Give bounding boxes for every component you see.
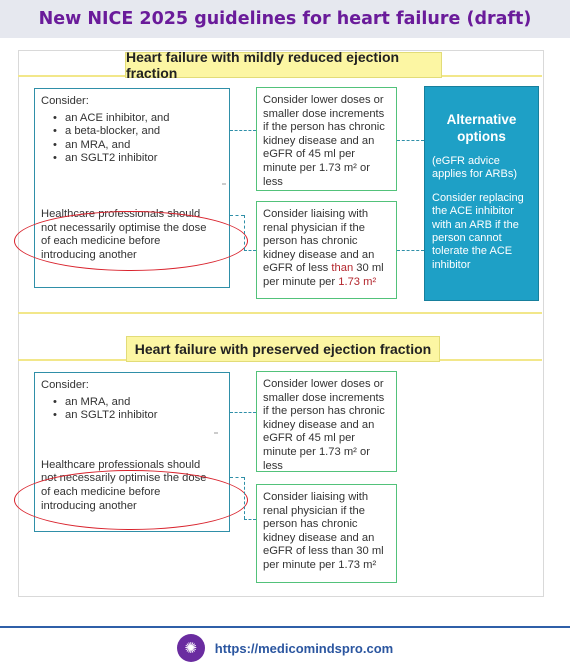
renal-liaison-text-end: 30 ml per minute per [263, 262, 384, 288]
alternative-options-box: Alternative options (eGFR advice applies… [424, 86, 539, 301]
section1-renal-liaison-box: Consider liaising with renal physician i… [256, 201, 397, 299]
highlight-oval [14, 470, 248, 530]
list-item: an ACE inhibitor, and [53, 112, 223, 126]
connector [244, 519, 256, 520]
connector [397, 250, 424, 251]
renal-than-highlight: than [331, 262, 354, 275]
footer: ✺ https://medicomindspro.com [0, 634, 570, 662]
list-item: a beta-blocker, and [53, 125, 223, 139]
site-url-link[interactable]: https://medicomindspro.com [214, 640, 394, 656]
footer-divider [0, 626, 570, 628]
renal-unit-highlight: 1.73 m² [338, 275, 377, 288]
connector [230, 412, 256, 413]
medicine-list: an ACE inhibitor, and a beta-blocker, an… [41, 112, 223, 166]
egfr-note: (eGFR advice applies for ARBs) [432, 155, 517, 181]
page-title: New NICE 2025 guidelines for heart failu… [0, 0, 570, 38]
connector [397, 140, 424, 141]
artifact-mark [222, 183, 226, 185]
medicine-list: an MRA, and an SGLT2 inhibitor [41, 396, 223, 423]
connector [230, 130, 256, 131]
consider-label: Consider: [41, 379, 89, 391]
section-divider [18, 312, 542, 314]
renal-liaison-text: Consider liaising with renal physician i… [263, 208, 375, 275]
list-item: an SGLT2 inhibitor [53, 409, 223, 423]
list-item: an SGLT2 inhibitor [53, 152, 223, 166]
arb-replace-note: Consider replacing the ACE inhibitor wit… [432, 191, 524, 271]
connector [244, 250, 256, 251]
highlight-oval [14, 211, 248, 271]
alternative-title: Alternative options [446, 112, 517, 144]
section2-ckd-doses-box: Consider lower doses or smaller dose inc… [256, 371, 397, 472]
section1-ckd-doses-box: Consider lower doses or smaller dose inc… [256, 87, 397, 191]
section2-title: Heart failure with preserved ejection fr… [126, 336, 440, 362]
brain-icon: ✺ [176, 634, 205, 662]
section1-title: Heart failure with mildly reduced ejecti… [125, 49, 442, 81]
connector [244, 215, 245, 250]
consider-label: Consider: [41, 95, 89, 107]
section2-renal-liaison-box: Consider liaising with renal physician i… [256, 484, 397, 583]
connector [244, 477, 245, 519]
connector [230, 215, 244, 216]
artifact-mark [214, 432, 218, 434]
list-item: an MRA, and [53, 139, 223, 153]
list-item: an MRA, and [53, 396, 223, 410]
connector [230, 477, 244, 478]
